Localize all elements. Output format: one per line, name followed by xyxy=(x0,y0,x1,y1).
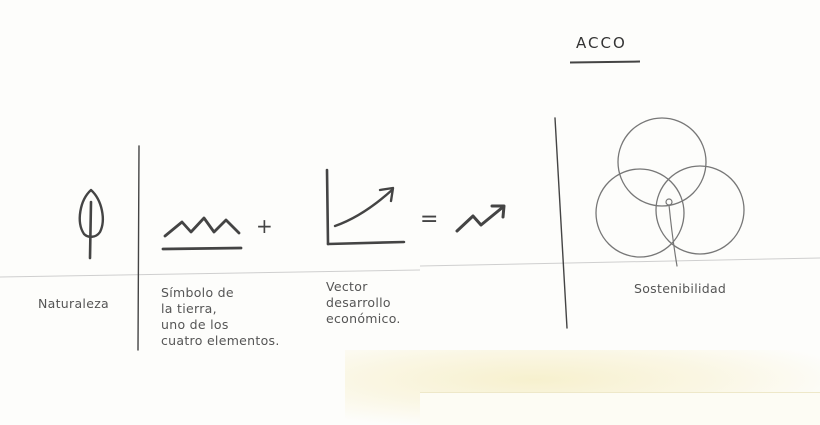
guide-line-right xyxy=(419,257,820,267)
trend-arrow-icon xyxy=(455,204,506,233)
label-naturaleza: Naturaleza xyxy=(38,296,110,311)
growth-chart-icon xyxy=(325,168,406,246)
equals-sign: = xyxy=(420,207,439,232)
guide-line-left xyxy=(0,269,421,278)
three-circles-icon xyxy=(595,117,745,267)
plus-sign: + xyxy=(256,214,274,238)
leaf-icon xyxy=(78,188,104,260)
page-title: ACCO xyxy=(576,34,627,52)
label-vector-desarrollo: Vector desarrollo económico. xyxy=(326,279,401,326)
label-simbolo-tierra: Símbolo de la tierra, uno de los cuatro … xyxy=(161,285,280,348)
divider-left xyxy=(137,145,140,351)
mountain-icon xyxy=(161,216,243,251)
label-sostenibilidad: Sostenibilidad xyxy=(634,281,727,296)
divider-right xyxy=(554,117,568,329)
paper-edge xyxy=(420,392,820,425)
